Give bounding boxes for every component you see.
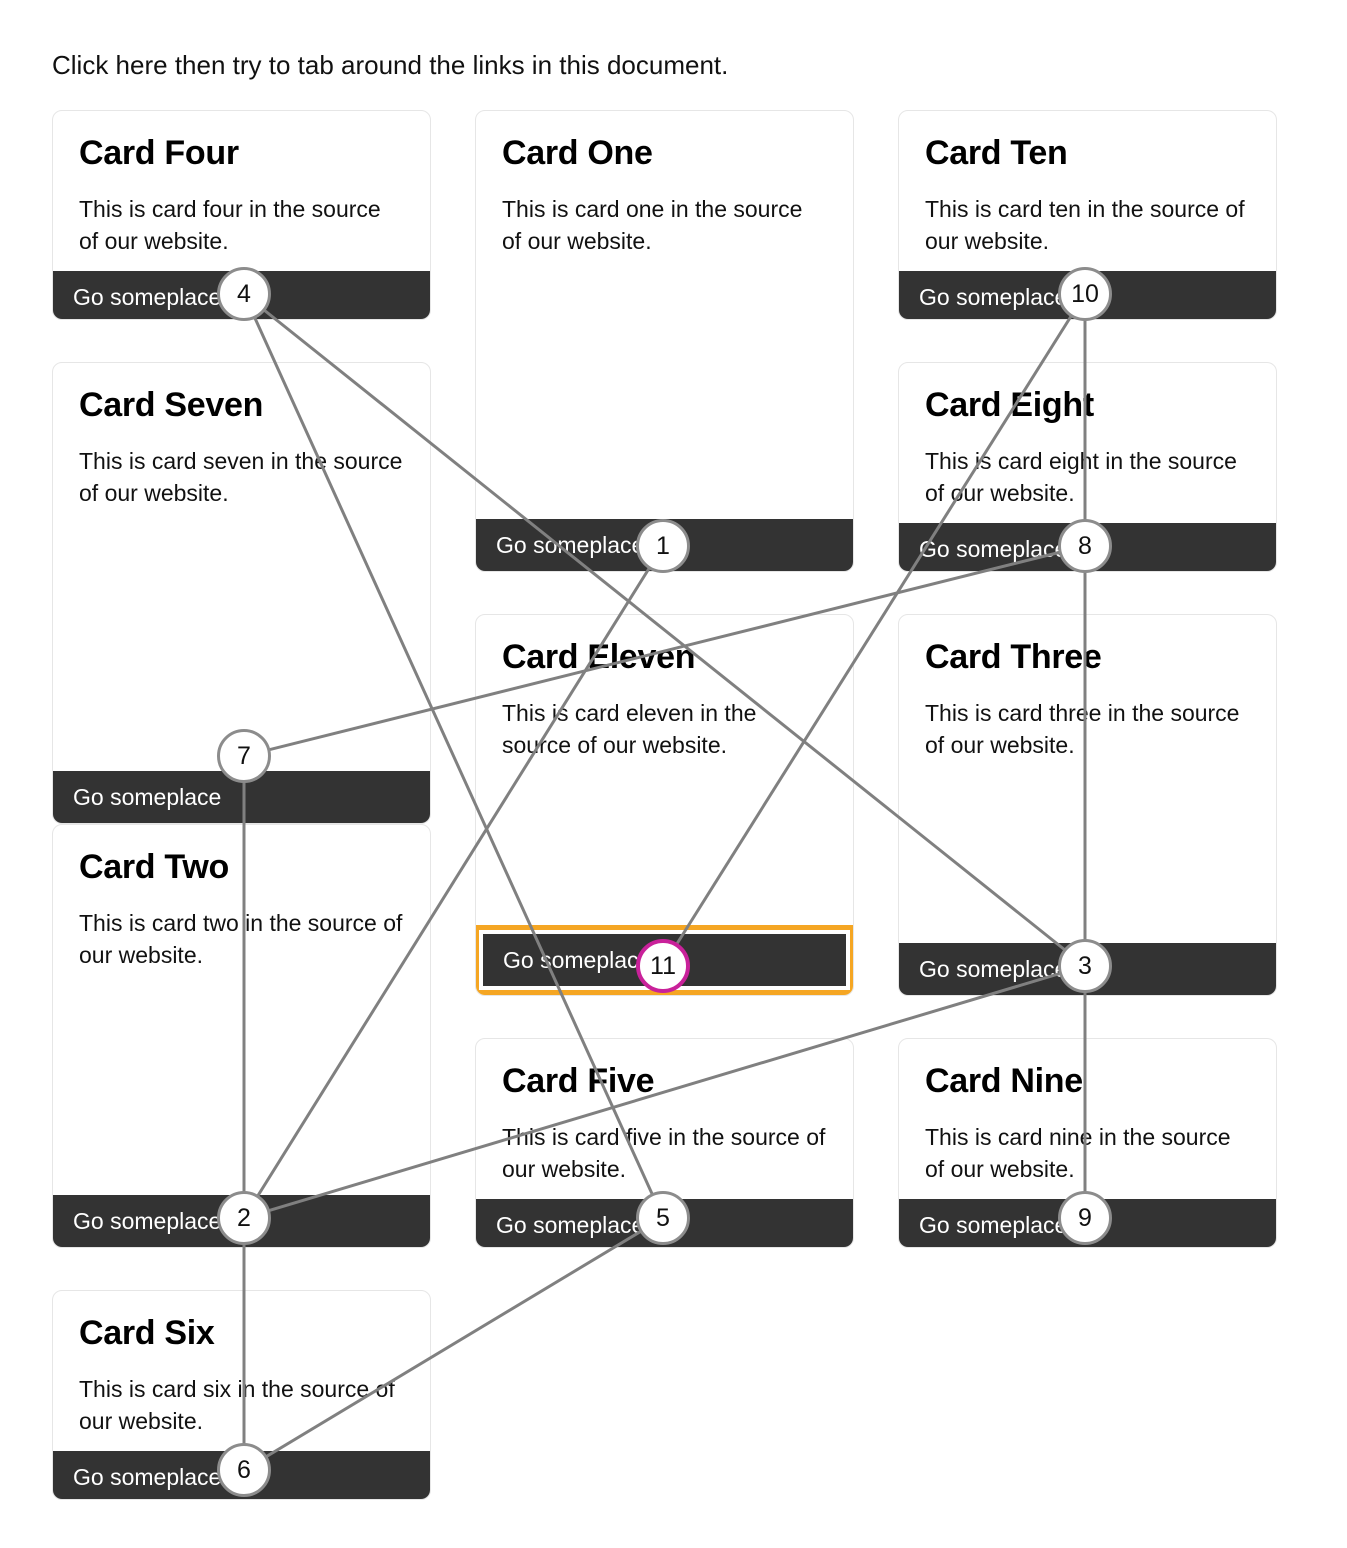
card-ten-title: Card Ten xyxy=(925,134,1068,172)
card-eight-link[interactable]: Go someplace xyxy=(919,536,1068,562)
card-eleven-link[interactable]: Go someplace xyxy=(503,947,652,973)
intro-instruction: Click here then try to tab around the li… xyxy=(52,50,729,80)
card-one-body: This is card one in the source of our we… xyxy=(502,196,803,254)
card-three-body: This is card three in the source of our … xyxy=(925,700,1240,758)
tab-index-badge-4: 4 xyxy=(217,267,271,321)
card-eight-body: This is card eight in the source of our … xyxy=(925,448,1237,506)
tab-index-badge-2: 2 xyxy=(217,1191,271,1245)
tab-index-badge-10: 10 xyxy=(1058,267,1112,321)
tab-index-badge-1: 1 xyxy=(636,519,690,573)
tab-index-badge-3: 3 xyxy=(1058,939,1112,993)
card-ten-body: This is card ten in the source of our we… xyxy=(925,196,1245,254)
card-five-title: Card Five xyxy=(502,1062,655,1100)
card-eleven-title: Card Eleven xyxy=(502,638,696,676)
card-eight-title: Card Eight xyxy=(925,386,1094,424)
card-five-link[interactable]: Go someplace xyxy=(496,1212,645,1238)
card-seven-title: Card Seven xyxy=(79,386,264,424)
card-two-link[interactable]: Go someplace xyxy=(73,1208,222,1234)
card-one-title: Card One xyxy=(502,134,653,172)
card-four-body: This is card four in the source of our w… xyxy=(79,196,381,254)
card-four-title: Card Four xyxy=(79,134,239,172)
tab-index-badge-7: 7 xyxy=(217,729,271,783)
card-six-body: This is card six in the source of our we… xyxy=(79,1376,395,1434)
card-nine-title: Card Nine xyxy=(925,1062,1083,1100)
tab-index-badge-9: 9 xyxy=(1058,1191,1112,1245)
card-two-body: This is card two in the source of our we… xyxy=(79,910,403,968)
card-four-link[interactable]: Go someplace xyxy=(73,284,222,310)
card-six-title: Card Six xyxy=(79,1314,215,1352)
card-two-title: Card Two xyxy=(79,848,229,886)
card-seven-body: This is card seven in the source of our … xyxy=(79,448,403,506)
card-nine-body: This is card nine in the source of our w… xyxy=(925,1124,1231,1182)
card-eleven-body: This is card eleven in the source of our… xyxy=(502,700,757,758)
card-six-link[interactable]: Go someplace xyxy=(73,1464,222,1490)
card-five-body: This is card five in the source of our w… xyxy=(502,1124,826,1182)
card-three-link[interactable]: Go someplace xyxy=(919,956,1068,982)
tab-index-badge-6: 6 xyxy=(217,1443,271,1497)
tab-index-badge-11: 11 xyxy=(636,939,690,993)
card-seven-link[interactable]: Go someplace xyxy=(73,784,222,810)
card-three-title: Card Three xyxy=(925,638,1102,676)
card-one-link[interactable]: Go someplace xyxy=(496,532,645,558)
card-ten-link[interactable]: Go someplace xyxy=(919,284,1068,310)
card-nine-link[interactable]: Go someplace xyxy=(919,1212,1068,1238)
tab-index-badge-8: 8 xyxy=(1058,519,1112,573)
tab-index-badge-5: 5 xyxy=(636,1191,690,1245)
